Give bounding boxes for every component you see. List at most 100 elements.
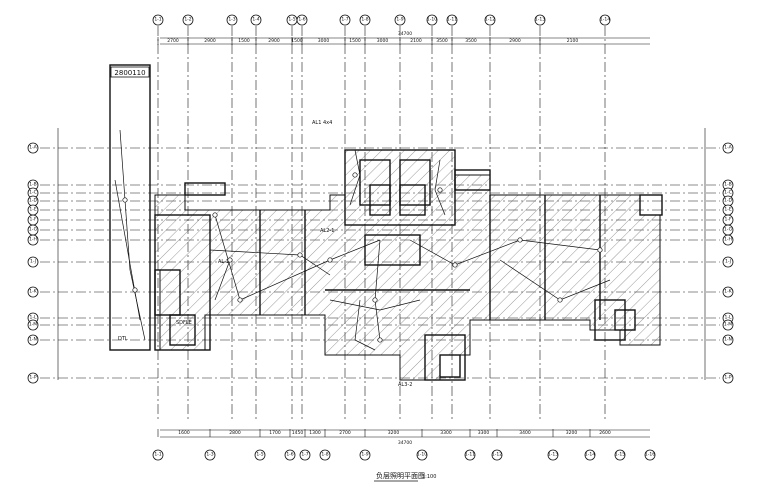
top-axis-bubble-label: 1-14	[600, 17, 610, 23]
light-fixture	[517, 237, 523, 243]
bottom-dimension: 3400	[519, 430, 531, 436]
lighting-circuits	[114, 129, 611, 351]
top-axis-bubble: 1-4	[250, 14, 262, 26]
left-axis-bubble: 1-P	[27, 372, 39, 384]
panel-label-top: AL1 4x4	[312, 120, 332, 126]
top-axis-bubble-label: 1-11	[447, 17, 457, 23]
top-dimension: 2900	[204, 38, 216, 44]
right-axis-bubbles: 1-A1-B1-C1-D1-E1-F1-G1-H1-J1-K1-L1-M1-N1…	[722, 142, 734, 384]
right-axis-bubble: 1-H	[722, 234, 734, 246]
box-label-left: SDFLE	[176, 320, 192, 326]
right-axis-bubble-label: 1-E	[724, 207, 731, 213]
bottom-dimension: 2600	[599, 430, 611, 436]
light-fixture	[297, 252, 303, 258]
panel-label-bottom: AL3-2	[398, 382, 412, 388]
right-axis-bubble-label: 1-B	[724, 182, 731, 188]
light-fixture	[377, 337, 383, 343]
top-axis-bubble-label: 1-5	[288, 17, 295, 23]
left-axis-bubble: 1-M	[27, 319, 39, 331]
bottom-axis-bubble: 1-5	[254, 449, 266, 461]
bottom-axis-bubble-label: 1-6	[286, 452, 293, 458]
top-axis-bubble-label: 1-8	[361, 17, 368, 23]
left-axis-bubble-label: 1-E	[29, 207, 36, 213]
light-fixture	[122, 197, 128, 203]
light-fixture	[237, 297, 243, 303]
bottom-axis-bubble: 1-11	[464, 449, 476, 461]
top-dimension: 2100	[567, 38, 579, 44]
bottom-axis-bubble-label: 1-10	[417, 452, 427, 458]
top-axis-bubble-label: 1-3	[228, 17, 235, 23]
right-axis-bubble-label: 1-C	[724, 190, 732, 196]
left-axis-bubble: 1-A	[27, 142, 39, 154]
bottom-dimension: 1300	[309, 430, 321, 436]
right-axis-bubble-label: 1-P	[724, 375, 731, 381]
bottom-dimension: 2700	[339, 430, 351, 436]
top-axis-bubble: 1-10	[426, 14, 438, 26]
right-axis-bubble-label: 1-F	[724, 217, 731, 223]
bottom-axis-bubble: 1-8	[319, 449, 331, 461]
left-axis-bubble-label: 1-G	[29, 227, 38, 233]
top-dimension: 2100	[410, 38, 422, 44]
right-axis-bubble-label: 1-J	[725, 259, 731, 265]
right-axis-bubble: 1-E	[722, 204, 734, 216]
right-axis-bubble-label: 1-L	[725, 315, 732, 321]
top-axis-bubble: 1-14	[599, 14, 611, 26]
bottom-axis-bubble: 1-6	[284, 449, 296, 461]
top-dimension: 1500	[238, 38, 250, 44]
top-axis-bubble: 1-6	[296, 14, 308, 26]
top-axis-bubble: 1-9	[394, 14, 406, 26]
light-fixture	[327, 257, 333, 263]
bottom-axis-bubble-label: 1-13	[548, 452, 558, 458]
bottom-dimension: 3300	[478, 430, 490, 436]
top-axis-bubble: 1-5	[286, 14, 298, 26]
drawing-title: 负层照明平面图	[376, 471, 425, 480]
right-axis-bubble-label: 1-H	[724, 237, 732, 243]
left-axis-bubble-label: 1-J	[30, 259, 36, 265]
bottom-axis-bubble: 1-12	[491, 449, 503, 461]
light-fixture	[437, 187, 443, 193]
top-axis-bubble-label: 1-13	[535, 17, 545, 23]
top-axis-bubble: 1-8	[359, 14, 371, 26]
right-axis-bubble: 1-N	[722, 334, 734, 346]
top-axis-bubble-label: 1-9	[396, 17, 403, 23]
top-axis-bubble: 1-12	[484, 14, 496, 26]
bottom-axis-bubble: 1-1	[152, 449, 164, 461]
top-axis-bubble-label: 1-7	[341, 17, 348, 23]
bottom-axis-bubble: 1-16	[644, 449, 656, 461]
light-fixture	[372, 297, 378, 303]
bottom-dimension: 1700	[269, 430, 281, 436]
top-dimension: 3000	[318, 38, 330, 44]
bottom-axis-bubble-label: 1-8	[321, 452, 328, 458]
top-axis-bubble-label: 1-4	[252, 17, 259, 23]
left-axis-bubble-label: 1-F	[29, 217, 36, 223]
bottom-axis-bubble-label: 1-12	[492, 452, 502, 458]
right-axis-bubble: 1-J	[722, 256, 734, 268]
light-fixture	[597, 247, 603, 253]
right-axis-bubble-label: 1-M	[724, 322, 732, 328]
bottom-axis-bubble-label: 1-5	[256, 452, 263, 458]
bottom-axis-bubble-label: 1-16	[645, 452, 655, 458]
right-axis-bubble: 1-A	[722, 142, 734, 154]
left-axis-bubble: 1-H	[27, 234, 39, 246]
left-axis-bubble-label: 1-H	[29, 237, 37, 243]
left-axis-bubble: 1-K	[27, 286, 39, 298]
left-axis-bubble: 1-F	[27, 214, 39, 226]
drawing-scale: 1:100	[422, 474, 436, 480]
bottom-axis-bubble-label: 1-14	[585, 452, 595, 458]
left-axis-bubble-label: 1-P	[29, 375, 36, 381]
left-axis-bubble-label: 1-N	[29, 337, 37, 343]
bottom-axis-bubble-label: 1-1	[154, 452, 161, 458]
bottom-total-dimension: 34700	[398, 440, 412, 446]
panel-label-mid: AL2-1	[320, 228, 334, 234]
right-axis-bubble-label: 1-N	[724, 337, 732, 343]
right-axis-bubble: 1-G	[722, 224, 734, 236]
top-dimension: 3500	[436, 38, 448, 44]
bottom-axis-bubble: 1-10	[416, 449, 428, 461]
panel-label-left: AL-1	[218, 259, 229, 265]
left-axis-bubble-label: 1-K	[29, 289, 37, 295]
left-axis-bubble-label: 1-L	[30, 315, 37, 321]
